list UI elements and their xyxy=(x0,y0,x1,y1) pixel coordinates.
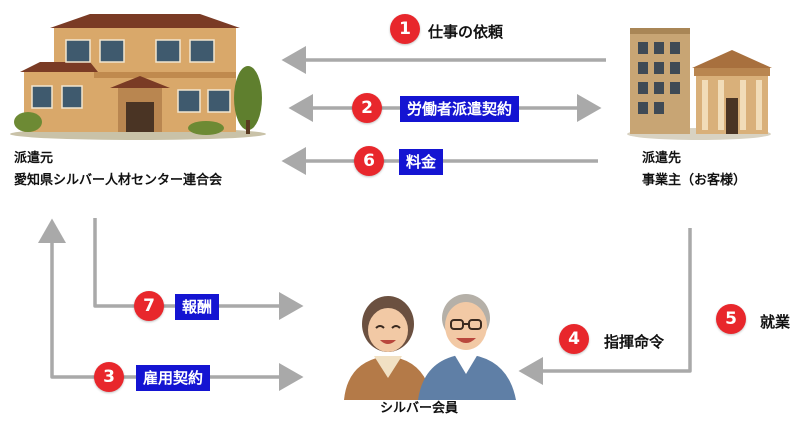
step-badge-4: 4 xyxy=(559,324,589,354)
silver-members-illustration xyxy=(344,294,516,400)
client-label-line2: 事業主（お客様） xyxy=(642,173,747,188)
arrow-reward xyxy=(93,218,304,320)
arrow-employment xyxy=(38,218,304,391)
client-label-line1: 派遣先 xyxy=(642,151,682,166)
step-label-1: 仕事の依頼 xyxy=(428,23,504,41)
step-badge-3: 3 xyxy=(94,362,124,392)
step-badge-6: 6 xyxy=(354,146,384,176)
step-label-2: 労働者派遣契約 xyxy=(400,96,520,122)
dispatcher-label: 派遣元 愛知県シルバー人材センター連合会 xyxy=(14,148,222,192)
step-badge-1: 1 xyxy=(390,14,420,44)
dispatcher-building-illustration xyxy=(10,14,266,140)
step-label-5: 就業 xyxy=(760,313,791,331)
client-label: 派遣先 事業主（お客様） xyxy=(642,148,746,192)
step-badge-2: 2 xyxy=(352,93,382,123)
step-label-3: 雇用契約 xyxy=(136,365,211,391)
arrow-command xyxy=(518,228,692,385)
dispatcher-label-line2: 愛知県シルバー人材センター連合会 xyxy=(14,173,223,188)
client-buildings-illustration xyxy=(627,28,772,140)
dispatcher-label-line1: 派遣元 xyxy=(14,151,54,166)
step-label-4: 指揮命令 xyxy=(604,333,665,351)
step-label-6: 料金 xyxy=(399,149,444,175)
step-badge-5: 5 xyxy=(716,304,746,334)
members-label: シルバー会員 xyxy=(380,401,459,416)
step-label-7: 報酬 xyxy=(175,294,220,320)
step-badge-7: 7 xyxy=(134,291,164,321)
